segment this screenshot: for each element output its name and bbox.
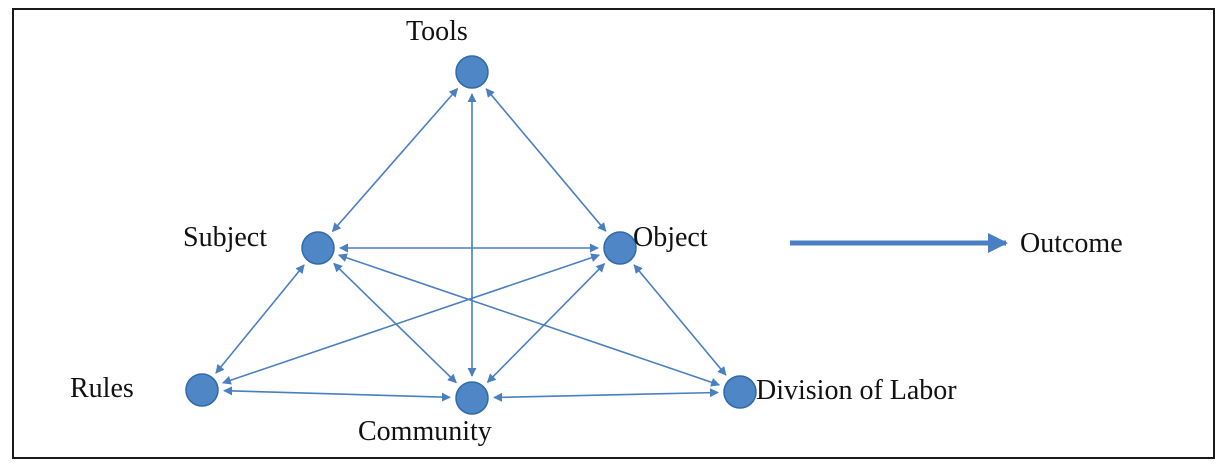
- edge-community-division: [493, 388, 719, 402]
- edge-object-community: [486, 263, 606, 383]
- edge-rules-community: [223, 386, 451, 402]
- edge-tools-object: [485, 88, 607, 232]
- diagram-frame: [12, 8, 1215, 459]
- node-tools: [455, 55, 489, 89]
- node-community: [455, 381, 489, 415]
- node-division: [723, 375, 757, 409]
- edges-group: [215, 87, 727, 402]
- node-label-community: Community: [358, 416, 492, 447]
- node-label-subject: Subject: [183, 222, 267, 253]
- edge-object-division: [633, 264, 727, 376]
- node-label-object: Object: [633, 222, 708, 253]
- outcome-label: Outcome: [1020, 228, 1123, 259]
- edge-tools-subject: [331, 87, 459, 233]
- edge-object-rules: [221, 253, 601, 385]
- node-object: [603, 231, 637, 265]
- node-label-division: Division of Labor: [756, 375, 957, 406]
- node-rules: [185, 373, 219, 407]
- node-label-rules: Rules: [70, 373, 134, 404]
- edge-subject-rules: [215, 264, 305, 374]
- edge-subject-community: [333, 262, 457, 384]
- node-subject: [301, 231, 335, 265]
- edge-subject-division: [337, 253, 721, 387]
- node-label-tools: Tools: [406, 16, 468, 47]
